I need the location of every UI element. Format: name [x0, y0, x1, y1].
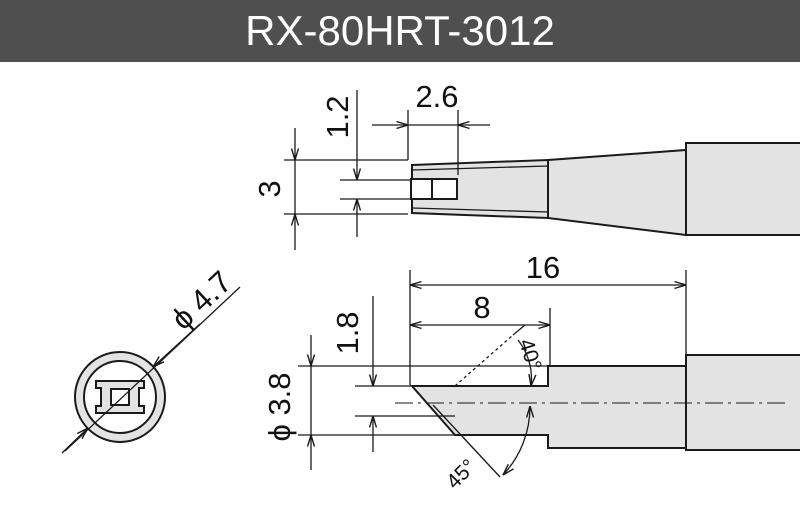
- dim-thickness: 1.8: [330, 311, 365, 354]
- side-view: 16 8 40° 45° 1.8 ϕ 3.8: [262, 250, 800, 494]
- dim-length-total: 16: [526, 250, 560, 285]
- dim-diameter-end: ϕ 4.7: [164, 264, 238, 337]
- slot-shape: [410, 178, 458, 200]
- top-view: 2.6 3 1.2: [252, 79, 800, 250]
- title-bar: RX-80HRT-3012: [0, 0, 800, 62]
- dim-top-gap: 1.2: [320, 95, 355, 138]
- dim-angle-top: 40°: [514, 336, 546, 373]
- dim-top-height: 3: [252, 180, 287, 197]
- dim-top-width: 2.6: [415, 79, 458, 114]
- dim-length-bevel: 8: [473, 290, 490, 325]
- dim-diameter-tip: ϕ 3.8: [262, 372, 297, 441]
- end-view: ϕ 4.7: [61, 264, 241, 454]
- dim-angle-bottom: 45°: [442, 455, 481, 494]
- page-title: RX-80HRT-3012: [245, 7, 555, 54]
